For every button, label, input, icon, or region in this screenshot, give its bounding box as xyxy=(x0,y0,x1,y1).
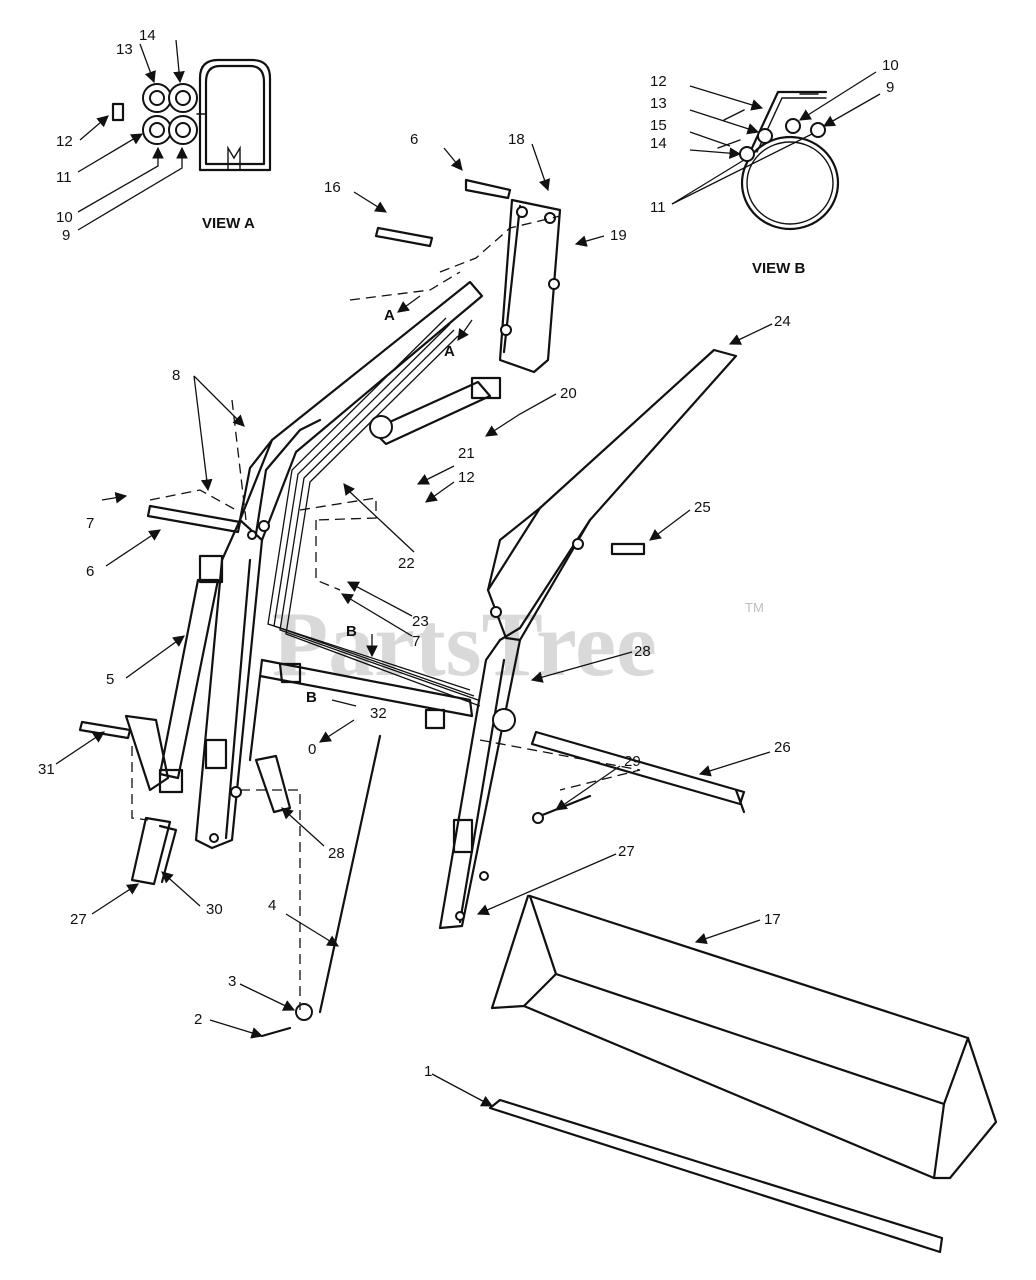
alignment-lines xyxy=(131,215,641,1010)
left-loader-arm xyxy=(78,178,562,1038)
callout-3: 3 xyxy=(228,973,236,990)
callout-29: 28 xyxy=(634,643,651,660)
section-b-upper: B xyxy=(346,623,357,640)
callout-28-left: 27 xyxy=(70,911,87,928)
callout-10-a: 10 xyxy=(56,209,73,226)
callout-27: 29 xyxy=(624,753,641,770)
callout-10-b: 10 xyxy=(882,57,899,74)
callout-28-right: 27 xyxy=(618,843,635,860)
callout-12-c: 12 xyxy=(458,469,475,486)
section-a-right: A xyxy=(444,343,455,360)
callout-33: 32 xyxy=(370,705,387,722)
callout-9-a: 9 xyxy=(62,227,70,244)
callout-labels: 14 13 12 11 10 9 10 9 12 13 15 14 11 6 1… xyxy=(38,27,899,1080)
callout-13-a: 13 xyxy=(116,41,133,58)
leader-lines xyxy=(55,143,773,1107)
right-loader-arm xyxy=(438,348,746,930)
callout-32: 31 xyxy=(38,761,55,778)
callout-12-a: 12 xyxy=(56,133,73,150)
callout-7-mid: 7 xyxy=(412,633,420,650)
watermark-trademark: TM xyxy=(745,600,764,615)
callout-22: 22 xyxy=(398,555,415,572)
view-b-label: VIEW B xyxy=(752,260,806,277)
callout-20: 20 xyxy=(560,385,577,402)
watermark-text: PartsTree xyxy=(272,593,657,695)
callout-11-b: 11 xyxy=(650,199,666,216)
callout-24: 24 xyxy=(774,313,791,330)
loader-bucket xyxy=(488,894,998,1254)
callout-18: 18 xyxy=(508,131,525,148)
callout-15-b: 15 xyxy=(650,117,667,134)
callout-25: 25 xyxy=(694,499,711,516)
callout-0-note: 0 xyxy=(308,741,316,758)
callout-9-b: 9 xyxy=(886,79,894,96)
section-markers: A A B B xyxy=(306,295,473,707)
section-b-lower: B xyxy=(306,689,317,706)
callout-13-b: 13 xyxy=(650,95,667,112)
callout-2: 2 xyxy=(194,1011,202,1028)
callout-19: 19 xyxy=(610,227,627,244)
callout-6-top: 6 xyxy=(410,131,418,148)
view-b-detail: VIEW B xyxy=(671,71,881,277)
callout-31: 30 xyxy=(206,901,223,918)
callout-6-left: 6 xyxy=(86,563,94,580)
callout-8: 8 xyxy=(172,367,180,384)
callout-23: 23 xyxy=(412,613,429,630)
callout-7-left: 7 xyxy=(86,515,94,532)
section-a-left: A xyxy=(384,307,395,324)
view-a-label: VIEW A xyxy=(202,215,255,232)
callout-1: 1 xyxy=(424,1063,432,1080)
callout-21: 21 xyxy=(458,445,475,462)
callout-26: 26 xyxy=(774,739,791,756)
callout-14-b: 14 xyxy=(650,135,667,152)
callout-14-a: 14 xyxy=(139,27,156,44)
callout-16: 16 xyxy=(324,179,341,196)
callout-5: 5 xyxy=(106,671,114,688)
callout-12-b: 12 xyxy=(650,73,667,90)
view-a-detail: VIEW A xyxy=(77,39,272,232)
callout-4: 4 xyxy=(268,897,276,914)
callout-11-a: 11 xyxy=(56,169,72,186)
callout-30: 28 xyxy=(328,845,345,862)
callout-17: 17 xyxy=(764,911,781,928)
